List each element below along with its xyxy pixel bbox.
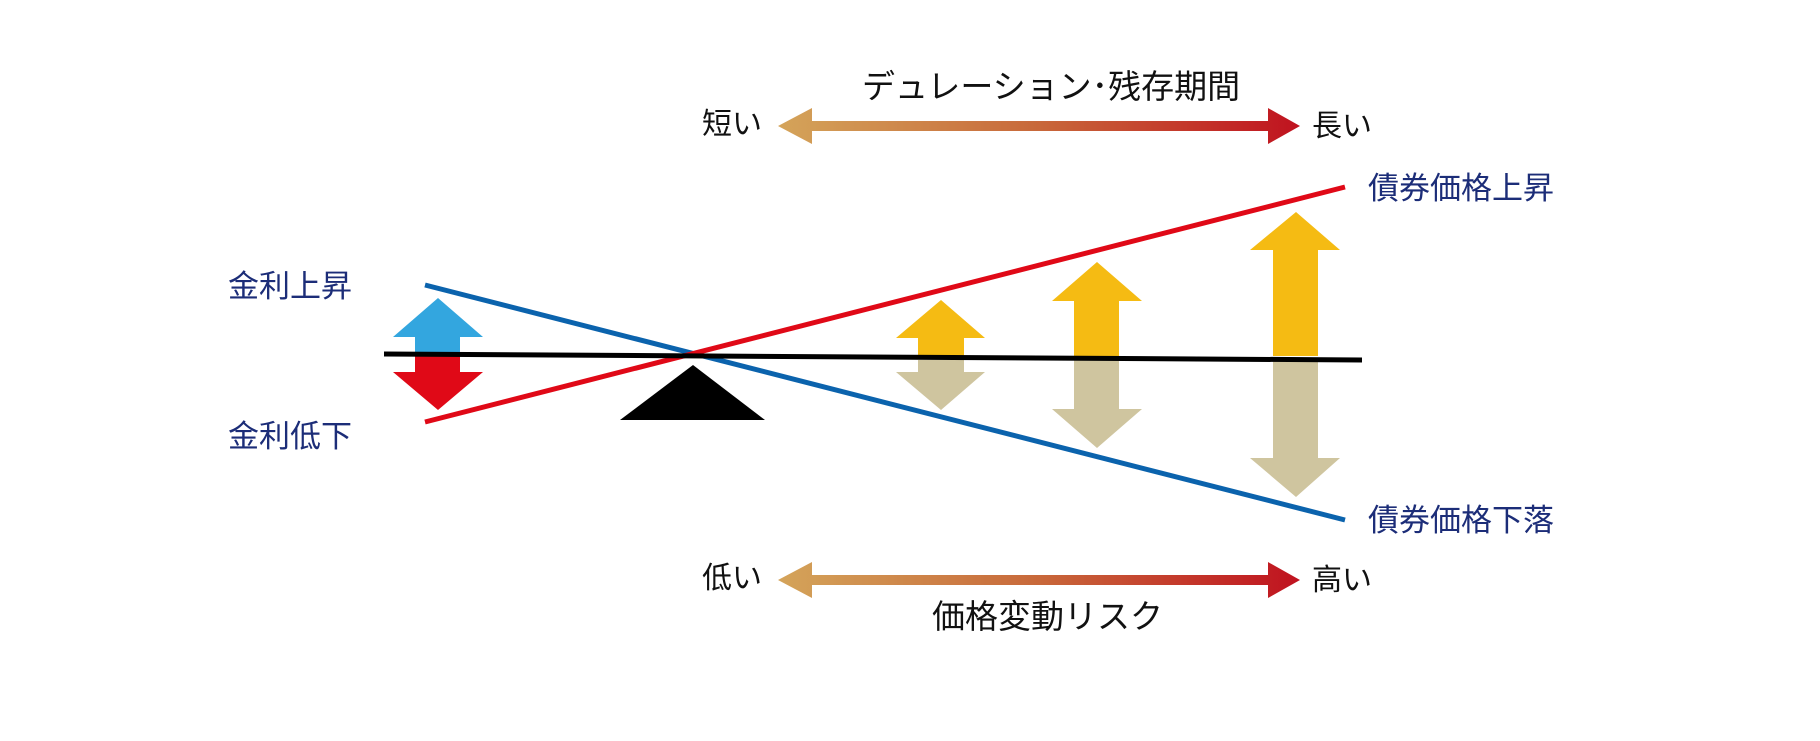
seesaw-beam <box>383 351 1363 363</box>
price-down-arrow-medium-icon <box>1052 360 1142 448</box>
risk-axis-title: 価格変動リスク <box>932 597 1163 636</box>
risk-high-label: 高い <box>1312 563 1372 598</box>
duration-double-arrow-icon <box>778 108 1300 144</box>
price-down-arrow-small-icon <box>896 360 985 410</box>
rate-down-arrow-icon <box>393 354 483 410</box>
risk-double-arrow-icon <box>778 562 1300 598</box>
duration-short-label: 短い <box>702 107 762 142</box>
bond-price-down-label: 債券価格下落 <box>1368 503 1554 539</box>
fulcrum-triangle-icon <box>620 365 765 420</box>
price-down-line <box>424 282 1346 523</box>
price-down-arrow-large-icon <box>1250 360 1340 497</box>
rate-down-label: 金利低下 <box>228 419 352 455</box>
rate-up-arrow-icon <box>393 298 483 354</box>
price-up-arrow-large-icon <box>1250 212 1340 356</box>
price-up-line <box>424 184 1346 425</box>
duration-axis-title: デュレーション･残存期間 <box>862 67 1241 106</box>
price-up-arrow-small-icon <box>896 300 985 356</box>
risk-low-label: 低い <box>702 561 762 596</box>
price-up-arrow-medium-icon <box>1052 262 1142 356</box>
bond-price-up-label: 債券価格上昇 <box>1368 171 1554 207</box>
duration-long-label: 長い <box>1312 109 1372 144</box>
rate-up-label: 金利上昇 <box>228 269 352 305</box>
